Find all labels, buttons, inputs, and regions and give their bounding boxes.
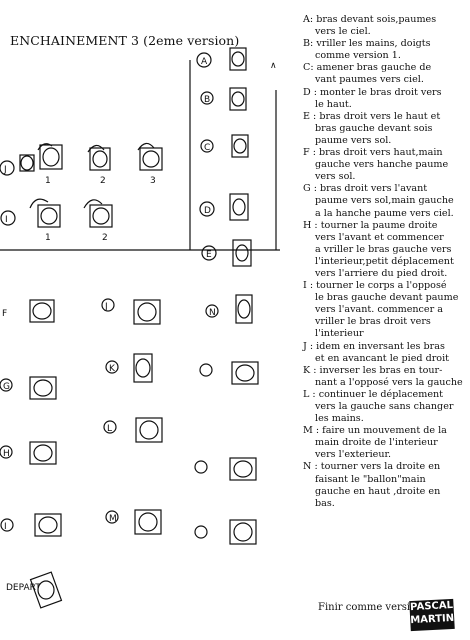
legend-line: H : tourner la paume droite [303,219,438,231]
step-label-b: B [204,95,210,105]
step-label-j: J [3,165,7,175]
legend-line: E : bras droit vers le haut et [303,110,441,122]
step-label-d: D [204,206,211,216]
number-2-row-j: 2 [100,176,106,186]
legend-line: a la hanche paume vers ciel. [315,207,454,219]
step-label-n: N [209,308,216,318]
legend-line: le haut. [315,98,352,110]
legend-entry: K : inverser les bras en tour-nant a l'o… [303,365,469,389]
legend-line: a vriller le bras gauche vers [315,243,452,255]
movement-diagram: J 1 2 3 I 1 2 A ∧ B C D E [0,47,280,609]
number-3-row-j: 3 [150,176,156,186]
step-label-h: H [3,449,10,459]
legend-line: vers l'avant et commencer [315,231,444,243]
figure-column-lower-left: F G H I [0,299,63,609]
author-logo: PASCAL MARTIN [409,598,455,632]
legend-line: gauche vers hanche paume [315,159,449,171]
legend-line: vriller le bras droit vers [315,316,431,328]
finish-note: Finir comme version 1. [318,602,436,613]
legend-line: C: amener bras gauche de [303,62,432,74]
legend-line: vant paumes vers ciel. [315,74,424,86]
legend-line: main droite de l'interieur [315,437,438,449]
legend-line: J : idem en inversant les bras [303,340,445,352]
svg-text:∧: ∧ [270,61,277,71]
figure-column-lower-middle: J K L M [101,298,163,535]
legend-line: gauche en haut ,droite en [315,485,441,497]
legend-line: vers l'exterieur. [315,449,392,461]
page-title: ENCHAINEMENT 3 (2eme version) [10,33,240,48]
legend-line: paume vers sol,main gauche [315,195,454,207]
legend-line: K : inverser les bras en tour- [303,364,443,376]
legend-line: comme version 1. [315,50,401,62]
legend-line: bas. [315,497,335,509]
legend-line: B: vriller les mains, doigts [303,38,431,50]
legend-line: G : bras droit vers l'avant [303,183,428,195]
step-label-i: I [5,215,8,225]
legend-line: paume vers sol. [315,134,392,146]
step-label-l: L [107,424,112,434]
figure-row-j: J 1 2 3 [0,142,163,186]
figure-row-i: I 1 2 [0,198,113,243]
logo-line-2: MARTIN [410,612,455,627]
number-2-row-i: 2 [102,233,108,243]
legend-line: A: bras devant sois,paumes [303,14,437,25]
legend-line: vers l'arriere du pied droit. [315,267,448,279]
number-1-row-i: 1 [45,233,51,243]
step-label-f: F [2,309,7,319]
legend-line: L : continuer le déplacement [303,388,444,400]
legend-line: I : tourner le corps a l'opposé [303,280,447,292]
legend-line: faisant le "ballon"main [315,473,426,485]
legend-line: M : faire un mouvement de la [303,425,447,437]
legend-line: N : tourner vers la droite en [303,461,441,473]
figure-column-lower-right: N [194,294,259,545]
legend-line: le bras gauche devant paume [315,292,459,304]
depart-label: DEPART [6,583,41,593]
legend-line: vers le ciel. [315,26,371,38]
legend-line: et en avancant le pied droit [315,352,450,364]
step-label-i-lower: I [4,522,7,532]
step-label-m: M [109,514,117,524]
legend-line: D : monter le bras droit vers [303,86,442,98]
legend-line: les mains. [315,413,364,425]
step-label-e: E [206,250,212,260]
legend-line: bras gauche devant sois [315,122,433,134]
legend-line: vers la gauche sans changer [315,401,454,412]
legend-line: l'interieur,petit déplacement [315,255,454,267]
legend-line: F : bras droit vers haut,main [303,147,443,159]
step-label-j-lower: J [104,302,108,312]
number-1-row-j: 1 [45,176,51,186]
step-label-k: K [109,364,116,374]
legend-line: nant a l'opposé vers la gauche [315,376,463,388]
figure-column-upper-right: A ∧ B C D E [196,47,277,267]
step-label-c: C [204,143,210,153]
legend-line: vers l'avant. commencer a [315,304,443,316]
step-label-a: A [201,57,208,67]
step-label-g: G [3,382,10,392]
legend-line: l'interieur [315,328,364,340]
legend-line: vers sol. [315,171,356,183]
